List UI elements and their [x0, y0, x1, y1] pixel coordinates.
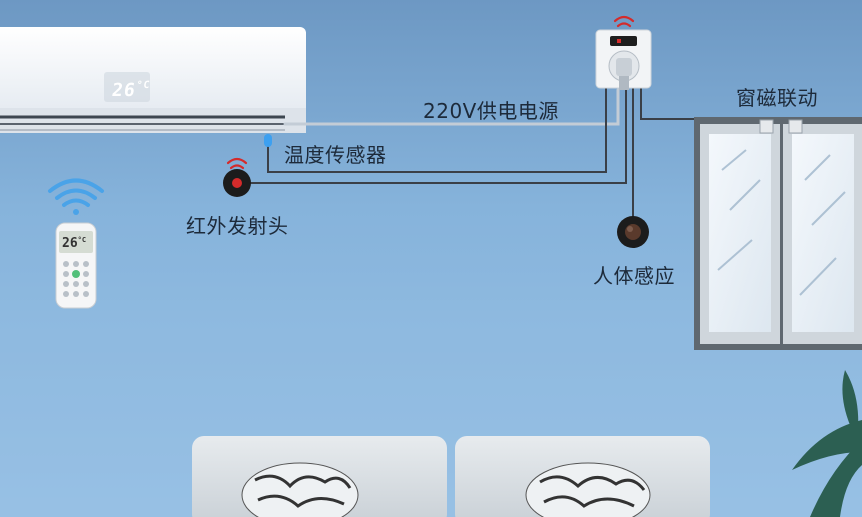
ac-vent-panel: [0, 108, 306, 133]
window-magnet-wire: [640, 87, 695, 120]
wiring: [249, 87, 695, 218]
wifi-icon: [48, 178, 104, 207]
remote-temperature-unit: °C: [77, 236, 87, 244]
temperature-sensor-label: 温度传感器: [284, 143, 387, 167]
temperature-sensor-probe: [264, 134, 272, 147]
wireless-signal-icon: [613, 15, 635, 28]
wireless-signal-icon: [226, 157, 248, 170]
human-body-sensor-device: [617, 216, 649, 248]
remote-control: [48, 178, 104, 309]
ac-display-window: [104, 72, 150, 102]
ir-emitter-wire: [249, 87, 627, 184]
air-conditioner-unit: [0, 27, 306, 133]
power-supply-label: 220V供电电源: [423, 99, 559, 123]
remote-temperature-value: 26: [62, 236, 78, 251]
smart-controller-socket: [595, 15, 652, 90]
remote-temperature-display: 26°C: [62, 236, 86, 251]
window: [694, 117, 862, 350]
ir-emitter-label: 红外发射头: [186, 214, 289, 238]
plant: [792, 370, 862, 517]
power-supply-wire: [283, 88, 620, 126]
window-magnet-link-label: 窗磁联动: [736, 86, 818, 110]
ir-emitter-device: [223, 157, 251, 197]
ac-body: [0, 27, 306, 133]
ac-temperature-display: 26°C: [111, 80, 152, 101]
pillow: [525, 462, 651, 517]
window-magnet-sensor: [759, 119, 803, 134]
ac-temperature-value: 26: [110, 80, 138, 101]
human-body-sensor-label: 人体感应: [593, 264, 675, 288]
ac-temperature-unit: °C: [135, 80, 152, 91]
temperature-sensor-wire: [267, 87, 607, 173]
sofa: [192, 436, 710, 517]
pillow: [241, 462, 359, 517]
